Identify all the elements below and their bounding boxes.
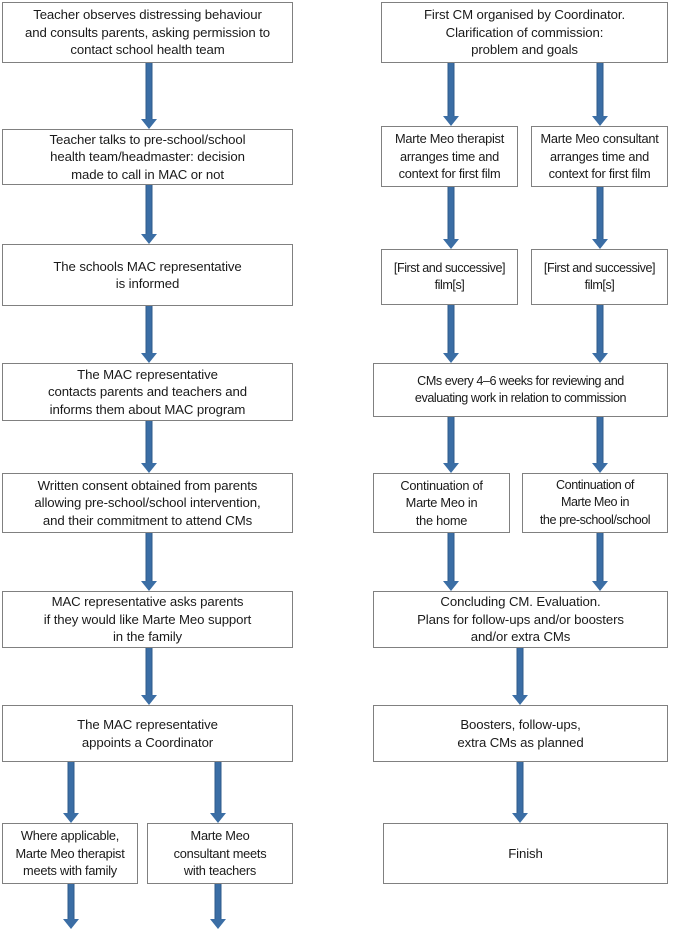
flow-node-finish: Finish [383, 823, 668, 884]
arrow-therapist-arranges-to-films-left [442, 187, 460, 249]
arrow-mac-informed-to-mac-contacts [140, 306, 158, 363]
arrow-coordinator-to-therapist-meets-family [62, 762, 80, 823]
arrow-consultant-arranges-to-films-right [591, 187, 609, 249]
arrow-concluding-cm-to-boosters [511, 648, 529, 705]
flow-node-continuation-school: Continuation of Marte Meo in the pre-sch… [522, 473, 668, 533]
arrow-coordinator-to-consultant-meets-teachers [209, 762, 227, 823]
flow-node-mac-representative-informed: The schools MAC representative is inform… [2, 244, 293, 306]
arrow-consultant-meets-teachers-out [209, 884, 227, 929]
flow-node-therapist-meets-family: Where applicable, Marte Meo therapist me… [2, 823, 138, 884]
arrow-written-consent-to-mac-asks [140, 533, 158, 591]
flow-node-mac-contacts-parents: The MAC representative contacts parents … [2, 363, 293, 421]
arrow-mac-contacts-to-written-consent [140, 421, 158, 473]
arrow-teacher-observes-to-teacher-talks [140, 63, 158, 129]
flow-node-therapist-arranges-film: Marte Meo therapist arranges time and co… [381, 126, 518, 187]
arrow-boosters-to-finish [511, 762, 529, 823]
flow-node-first-films-right: [First and successive] film[s] [531, 249, 668, 305]
arrow-mac-asks-to-appoints-coordinator [140, 648, 158, 705]
arrow-first-cm-to-therapist-arranges [442, 63, 460, 126]
flow-node-boosters-followups: Boosters, follow-ups, extra CMs as plann… [373, 705, 668, 762]
flow-node-cms-every-4-6-weeks: CMs every 4–6 weeks for reviewing and ev… [373, 363, 668, 417]
arrow-continuation-home-to-concluding-cm [442, 533, 460, 591]
flow-node-teacher-talks: Teacher talks to pre-school/school healt… [2, 129, 293, 185]
arrow-teacher-talks-to-mac-informed [140, 185, 158, 244]
arrow-first-cm-to-consultant-arranges [591, 63, 609, 126]
flow-node-appoints-coordinator: The MAC representative appoints a Coordi… [2, 705, 293, 762]
flow-node-concluding-cm: Concluding CM. Evaluation. Plans for fol… [373, 591, 668, 648]
flow-node-written-consent: Written consent obtained from parents al… [2, 473, 293, 533]
flow-node-consultant-meets-teachers: Marte Meo consultant meets with teachers [147, 823, 293, 884]
flow-node-teacher-observes: Teacher observes distressing behaviour a… [2, 2, 293, 63]
arrow-continuation-school-to-concluding-cm [591, 533, 609, 591]
flow-node-first-films-left: [First and successive] film[s] [381, 249, 518, 305]
arrow-films-left-to-cms-every-weeks [442, 305, 460, 363]
flow-node-consultant-arranges-film: Marte Meo consultant arranges time and c… [531, 126, 668, 187]
arrow-cms-to-continuation-school [591, 417, 609, 473]
flow-node-mac-asks-parents: MAC representative asks parents if they … [2, 591, 293, 648]
arrow-cms-to-continuation-home [442, 417, 460, 473]
arrow-films-right-to-cms-every-weeks [591, 305, 609, 363]
flow-node-continuation-home: Continuation of Marte Meo in the home [373, 473, 510, 533]
flow-node-first-cm: First CM organised by Coordinator. Clari… [381, 2, 668, 63]
arrow-therapist-meets-family-out [62, 884, 80, 929]
